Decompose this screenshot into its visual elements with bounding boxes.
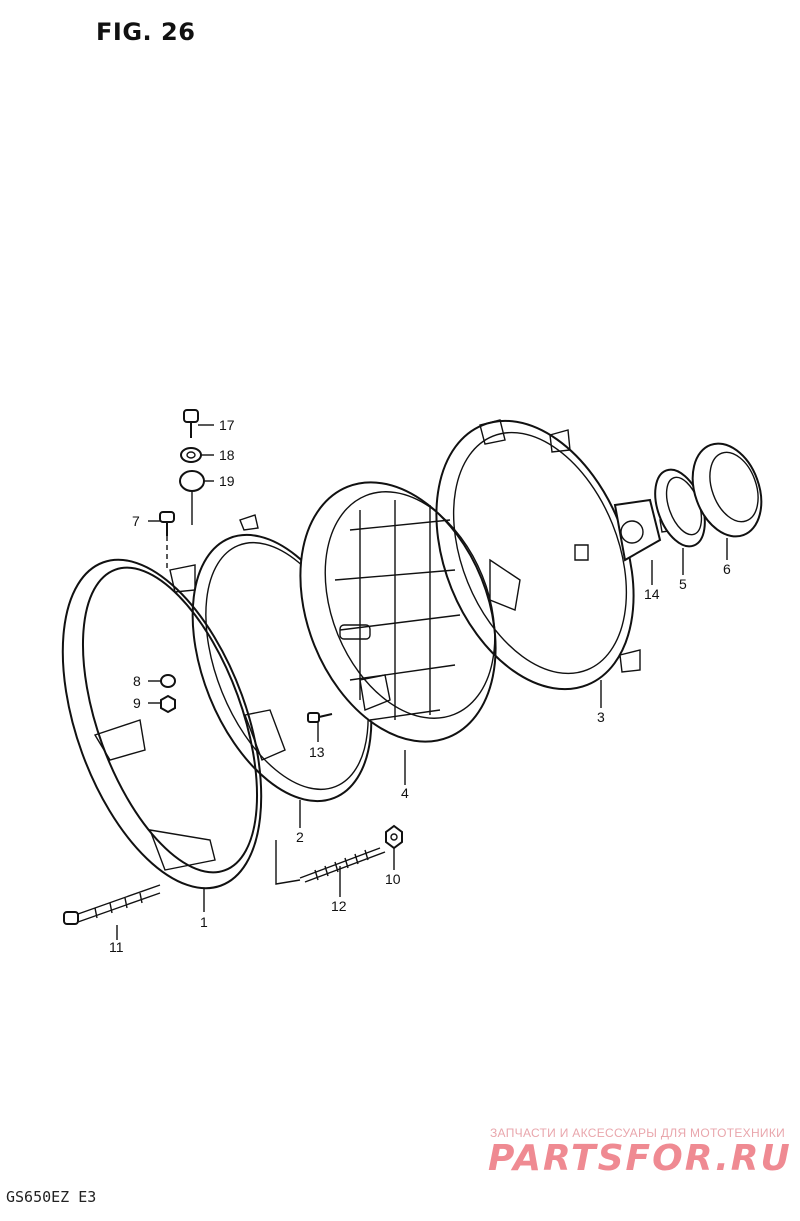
part-4-sealed-beam-unit bbox=[299, 481, 521, 743]
callout-labels: 17 18 19 7 8 9 13 2 1 11 12 10 4 3 14 5 … bbox=[109, 417, 731, 955]
watermark-tagline: ЗАПЧАСТИ И АКСЕССУАРЫ ДЛЯ МОТОТЕХНИКИ bbox=[490, 1126, 786, 1140]
part-18-washer bbox=[180, 447, 202, 463]
callout-18: 18 bbox=[219, 447, 235, 463]
callout-6: 6 bbox=[723, 561, 731, 577]
callout-14: 14 bbox=[644, 586, 660, 602]
callout-4: 4 bbox=[401, 785, 409, 801]
part-7-bolt bbox=[159, 511, 175, 570]
callout-12: 12 bbox=[331, 898, 347, 914]
callout-17: 17 bbox=[219, 417, 235, 433]
part-13-screw bbox=[307, 712, 333, 723]
part-10-nut bbox=[385, 824, 403, 850]
callout-3: 3 bbox=[597, 709, 605, 725]
callout-11: 11 bbox=[109, 939, 124, 955]
callout-7: 7 bbox=[132, 513, 140, 529]
part-12-adjusting-screw bbox=[275, 840, 386, 885]
model-code: GS650EZ E3 bbox=[6, 1188, 97, 1206]
callout-8: 8 bbox=[133, 673, 141, 689]
figure-title: FIG. 26 bbox=[96, 18, 196, 46]
part-6-dust-cover bbox=[691, 442, 763, 538]
part-8-washer bbox=[160, 674, 176, 688]
part-17-screw bbox=[183, 409, 199, 438]
callout-10: 10 bbox=[385, 871, 401, 887]
part-9-nut bbox=[160, 694, 176, 714]
callout-13: 13 bbox=[309, 744, 325, 760]
callout-5: 5 bbox=[679, 576, 687, 592]
watermark-brand: PARTSFOR.RU bbox=[488, 1138, 792, 1179]
callout-2: 2 bbox=[296, 829, 304, 845]
callout-1: 1 bbox=[200, 914, 208, 930]
part-1-headlight-rim bbox=[61, 558, 263, 890]
part-11-long-bolt bbox=[63, 884, 161, 925]
leader-lines bbox=[116, 424, 728, 940]
callout-19: 19 bbox=[219, 473, 235, 489]
callout-9: 9 bbox=[133, 695, 141, 711]
part-19-grommet bbox=[179, 470, 205, 525]
